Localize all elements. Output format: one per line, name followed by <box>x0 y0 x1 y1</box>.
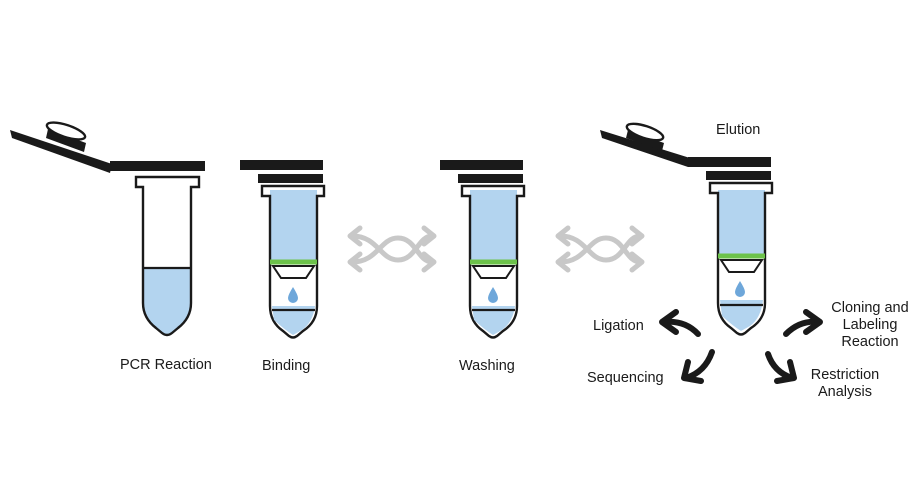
cloning-arrow-icon <box>783 309 823 337</box>
cloning-label-line-3: Reaction <box>841 334 899 350</box>
step-label-pcr-reaction: PCR Reaction <box>120 357 212 373</box>
step-label-washing: Washing <box>459 358 515 374</box>
step-label-binding: Binding <box>262 358 311 374</box>
swap-arrows-icon <box>555 225 645 273</box>
application-label-cloning: Cloning and Labeling Reaction <box>822 300 918 351</box>
sequencing-arrow-icon <box>681 349 715 384</box>
restriction-arrow-icon <box>765 351 797 384</box>
pcr-reaction-tube <box>10 121 205 337</box>
cloning-label-line-2: Labeling <box>842 317 898 333</box>
swap-arrows-icon <box>347 225 437 273</box>
cloning-label-line-1: Cloning and <box>831 300 909 316</box>
application-label-sequencing: Sequencing <box>587 370 664 386</box>
binding-tube <box>240 160 326 339</box>
application-label-ligation: Ligation <box>593 318 644 334</box>
ligation-arrow-icon <box>659 309 701 337</box>
restriction-label-line-2: Analysis <box>818 384 872 400</box>
step-label-elution: Elution <box>716 122 761 138</box>
washing-tube <box>440 160 526 339</box>
elution-tube <box>600 122 774 336</box>
application-label-restriction: Restriction Analysis <box>800 367 890 401</box>
restriction-label-line-1: Restriction <box>810 367 880 383</box>
